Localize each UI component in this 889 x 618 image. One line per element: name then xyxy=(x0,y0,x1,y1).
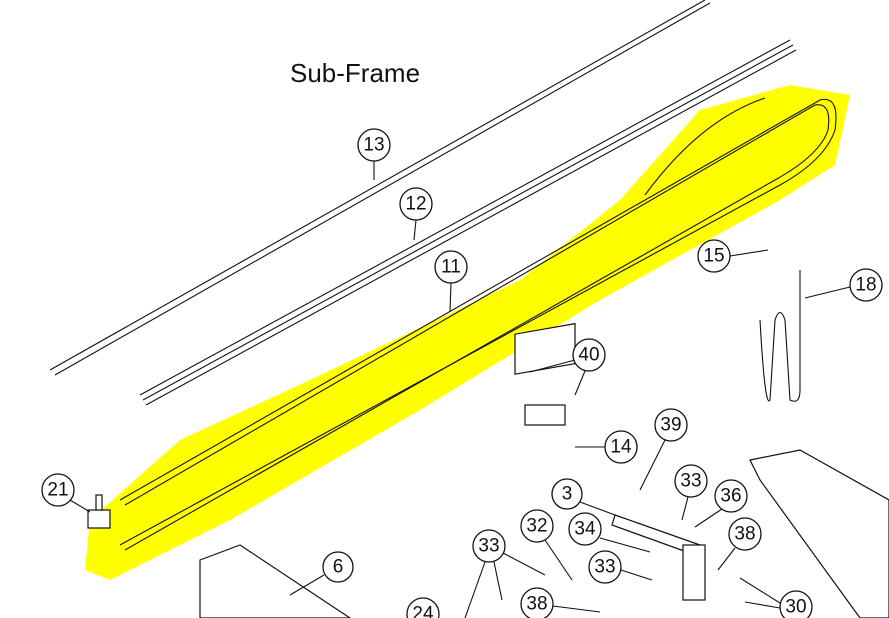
svg-text:21: 21 xyxy=(47,480,68,501)
switch-21 xyxy=(87,494,111,529)
bracket-6 xyxy=(199,544,352,618)
callout-33-a: 33 xyxy=(674,464,708,521)
svg-text:34: 34 xyxy=(574,519,596,540)
svg-text:15: 15 xyxy=(703,246,724,267)
svg-text:14: 14 xyxy=(610,437,632,458)
callouts: 13 12 11 15 18 40 14 39 21 3 33 36 32 34… xyxy=(41,128,883,618)
svg-text:24: 24 xyxy=(412,604,434,618)
svg-text:32: 32 xyxy=(526,516,547,537)
callout-3: 3 xyxy=(551,478,616,516)
svg-text:38: 38 xyxy=(526,594,547,615)
svg-text:39: 39 xyxy=(660,415,681,436)
callout-6: 6 xyxy=(289,551,354,596)
svg-text:12: 12 xyxy=(405,194,426,215)
svg-text:6: 6 xyxy=(333,557,344,578)
svg-text:11: 11 xyxy=(441,257,461,278)
svg-text:33: 33 xyxy=(680,471,701,492)
callout-34: 34 xyxy=(568,512,651,553)
relay-box-14 xyxy=(514,322,576,426)
callout-38-a: 38 xyxy=(717,517,762,571)
highlight-harness-11 xyxy=(85,85,850,580)
callout-33-c: 33 xyxy=(588,550,653,584)
svg-text:38: 38 xyxy=(734,524,755,545)
svg-text:33: 33 xyxy=(478,536,499,557)
svg-text:13: 13 xyxy=(363,135,384,156)
wire-harness-11 xyxy=(119,97,837,551)
probe-18 xyxy=(759,270,801,402)
callout-39: 39 xyxy=(639,408,688,491)
svg-text:18: 18 xyxy=(855,275,876,296)
diagram-title: Sub-Frame xyxy=(290,58,420,88)
callout-21: 21 xyxy=(41,473,91,513)
callout-40: 40 xyxy=(529,338,606,396)
svg-text:3: 3 xyxy=(562,484,573,505)
svg-text:33: 33 xyxy=(594,557,615,578)
plate-38 xyxy=(682,544,706,601)
callout-32: 32 xyxy=(520,509,573,581)
callout-36: 36 xyxy=(694,479,748,528)
svg-text:30: 30 xyxy=(785,597,806,618)
callout-33-b: 33 xyxy=(464,529,546,618)
callout-11: 11 xyxy=(434,250,468,313)
callout-13: 13 xyxy=(357,128,391,180)
callout-12: 12 xyxy=(399,187,433,241)
callout-30: 30 xyxy=(739,577,813,618)
callout-38-b: 38 xyxy=(520,587,601,618)
callout-15: 15 xyxy=(697,239,769,273)
wire-harness-13 xyxy=(49,0,711,376)
callout-18: 18 xyxy=(804,268,883,302)
svg-text:40: 40 xyxy=(578,345,599,366)
frame-rail xyxy=(749,449,889,618)
callout-14: 14 xyxy=(575,430,638,464)
wire-harness-12 xyxy=(139,39,797,406)
svg-text:36: 36 xyxy=(720,486,741,507)
callout-24: 24 xyxy=(406,597,440,618)
